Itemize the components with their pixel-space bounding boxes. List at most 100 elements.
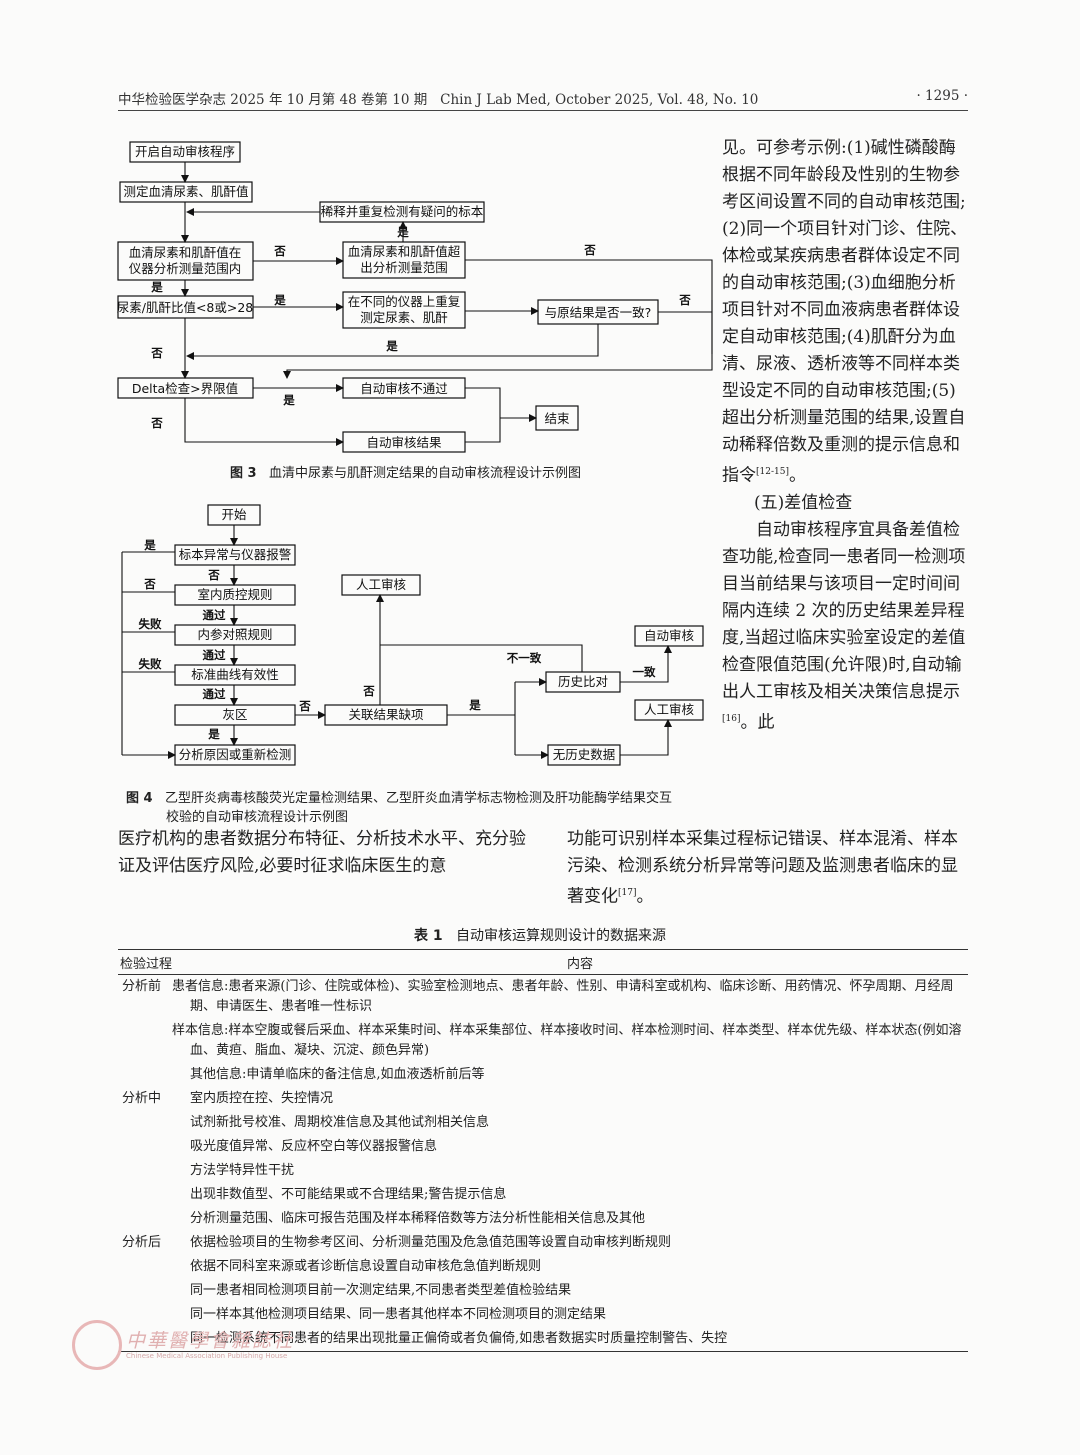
table-cell-content: 试剂新批号校准、周期校准信息及其他试剂相关信息	[190, 1115, 490, 1130]
citation-17: [17]	[618, 888, 637, 898]
table-cell-content: 出现非数值型、不可能结果或不合理结果;警告提示信息	[190, 1187, 507, 1202]
f3-over-2: 出分析测量范围	[360, 260, 448, 275]
figure-3-title: 血清中尿素与肌酐测定结果的自动审核流程设计示例图	[268, 466, 581, 481]
figure-4-title-1: 乙型肝炎病毒核酸荧光定量检测结果、乙型肝炎血清学标志物检测及肝功能酶学结果交互	[164, 791, 672, 806]
table-row: 出现非数值型、不可能结果或不合理结果;警告提示信息	[118, 1183, 968, 1207]
f3-delta: Delta检查>界限值	[132, 381, 238, 396]
table-cell-stage: 分析前	[122, 979, 162, 994]
f3-label-yes-range: 是	[150, 280, 163, 294]
table-cell-stage	[118, 1207, 190, 1231]
table-cell-content: 吸光度值异常、反应杯空白等仪器报警信息	[190, 1139, 438, 1154]
f3-repeat-2: 测定尿素、肌酐	[360, 310, 448, 325]
f4-manual-right: 人工审核	[644, 702, 695, 717]
publisher-seal-icon	[72, 1320, 122, 1370]
table-cell-stage	[118, 1327, 190, 1352]
table-1: 检验过程 内容 分析前患者信息:患者来源(门诊、住院或体检)、实验室检测地点、患…	[118, 949, 968, 1352]
figure-4-flowchart: 开始 标本异常与仪器报警 室内质控规则 内参对照规则 标准曲线有效性 灰区 分析…	[121, 504, 704, 766]
journal-cn: 中华检验医学杂志 2025 年 10 月第 48 卷第 10 期	[118, 92, 428, 108]
table-row: 分析中室内质控在控、失控情况	[118, 1087, 968, 1111]
f4-label-no-qc: 否	[143, 577, 156, 591]
table-cell-content: 样本信息:样本空腹或餐后采血、样本采集时间、样本采集部位、样本接收时间、样本检测…	[172, 1023, 962, 1058]
table-cell-stage: 分析后	[122, 1235, 162, 1250]
table-cell-content: 依据检验项目的生物参考区间、分析测量范围及危急值范围等设置自动审核判断规则	[190, 1235, 672, 1250]
f4-analyze: 分析原因或重新检测	[179, 747, 292, 762]
table-row: 吸光度值异常、反应杯空白等仪器报警信息	[118, 1135, 968, 1159]
f3-consistent: 与原结果是否一致?	[545, 305, 652, 320]
f3-range-1: 血清尿素和肌酐值在	[129, 245, 242, 260]
table-header-row: 检验过程 内容	[118, 949, 968, 975]
section-heading-delta-check: (五)差值检查	[754, 492, 853, 513]
f3-label-no-delta: 否	[150, 416, 163, 430]
f4-label-fail-curve: 失败	[139, 657, 162, 671]
table-cell-content: 依据不同科室来源或者诊断信息设置自动审核危急值判断规则	[190, 1259, 542, 1274]
f3-label-yes-delta: 是	[282, 393, 295, 407]
f4-history: 历史比对	[558, 674, 608, 689]
f4-label-no-abnormal: 否	[207, 568, 220, 582]
table-row: 其他信息:申请单临床的备注信息,如血液透析前后等	[118, 1063, 968, 1087]
table-1-body: 分析前患者信息:患者来源(门诊、住院或体检)、实验室检测地点、患者年龄、性别、申…	[118, 975, 968, 1352]
table-row: 样本信息:样本空腹或餐后采血、样本采集时间、样本采集部位、样本接收时间、样本检测…	[118, 1019, 968, 1063]
table-cell-content: 同一检测系统不同患者的结果出现批量正偏倚或者负偏倚,如患者数据实时质量控制警告、…	[190, 1327, 968, 1352]
table-cell-content: 同一样本其他检测项目结果、同一患者其他样本不同检测项目的测定结果	[190, 1307, 607, 1322]
table-cell-content: 其他信息:申请单临床的备注信息,如血液透析前后等	[190, 1067, 485, 1082]
f4-curve: 标准曲线有效性	[191, 667, 279, 682]
figure-4-title-2: 校验的自动审核流程设计示例图	[166, 810, 349, 825]
table-row: 同一检测系统不同患者的结果出现批量正偏倚或者负偏倚,如患者数据实时质量控制警告、…	[118, 1327, 968, 1352]
f3-measure: 测定血清尿素、肌酐值	[123, 184, 248, 199]
f3-repeat-1: 在不同的仪器上重复	[348, 294, 461, 309]
col-stage-header: 检验过程	[118, 949, 190, 975]
f4-label-pass-qc: 通过	[203, 608, 226, 622]
table-cell-content: 方法学特异性干扰	[190, 1163, 295, 1178]
table-cell-content: 室内质控在控、失控情况	[190, 1091, 334, 1106]
f4-label-no-missing: 否	[362, 684, 375, 698]
table-cell-stage	[118, 1159, 190, 1183]
f3-over-1: 血清尿素和肌酐值超	[348, 244, 461, 259]
f3-label-no-range: 否	[273, 244, 286, 258]
table-cell-content: 同一患者相同检测项目前一次测定结果,不同患者类型差值检验结果	[190, 1283, 572, 1298]
figure-4-caption: 图 4 乙型肝炎病毒核酸荧光定量检测结果、乙型肝炎血清学标志物检测及肝功能酶学结…	[126, 789, 726, 827]
bottom-left-text: 医疗机构的患者数据分布特征、分析技术水平、充分验证及评估医疗风险,必要时征求临床…	[118, 829, 526, 876]
table-cell-content: 患者信息:患者来源(门诊、住院或体检)、实验室检测地点、患者年龄、性别、申请科室…	[172, 979, 954, 1014]
table-cell-content: 分析测量范围、临床可报告范围及样本稀释倍数等方法分析性能相关信息及其他	[190, 1211, 646, 1226]
table-row: 方法学特异性干扰	[118, 1159, 968, 1183]
f3-label-yes-ratio: 是	[273, 293, 286, 307]
publisher-name: 中華醫學會雜誌社	[126, 1330, 295, 1352]
citation-16: [16]	[722, 713, 741, 724]
f4-label-pass-ref: 通过	[203, 648, 226, 662]
table-cell-stage	[118, 1111, 190, 1135]
f4-label-yes-gray: 是	[207, 727, 220, 741]
f3-fail: 自动审核不通过	[360, 381, 448, 396]
figure-4-number: 图 4	[126, 791, 153, 806]
f4-qc: 室内质控规则	[197, 587, 272, 602]
journal-en: Chin J Lab Med, October 2025, Vol. 48, N…	[440, 92, 759, 108]
table-cell-stage	[118, 1063, 190, 1087]
bottom-right-text: 功能可识别样本采集过程标记错误、样本混淆、样本污染、检测系统分析异常等问题及监测…	[567, 829, 958, 907]
f4-abnormal: 标本异常与仪器报警	[179, 547, 292, 562]
f4-label-fail-ref: 失败	[139, 617, 162, 631]
table-1-title: 表 1 自动审核运算规则设计的数据来源	[0, 925, 1080, 945]
table-1-number: 表 1	[414, 928, 443, 944]
f4-label-no-gray: 否	[298, 699, 311, 713]
figure-3-caption: 图 3 血清中尿素与肌酐测定结果的自动审核流程设计示例图	[230, 464, 581, 483]
table-row: 同一样本其他检测项目结果、同一患者其他样本不同检测项目的测定结果	[118, 1303, 968, 1327]
f4-no-history: 无历史数据	[553, 747, 616, 762]
f3-label-no-consistent: 否	[678, 293, 691, 307]
col-content-header: 内容	[190, 949, 968, 975]
f4-ref: 内参对照规则	[197, 627, 272, 642]
citation-12-15: [12-15]	[756, 467, 789, 477]
f3-dilute: 稀释并重复检测有疑问的标本	[321, 204, 484, 219]
table-row: 分析测量范围、临床可报告范围及样本稀释倍数等方法分析性能相关信息及其他	[118, 1207, 968, 1231]
f3-label-no-over: 否	[583, 243, 596, 257]
publisher-logo: 中華醫學會雜誌社 Chinese Medical Association Pub…	[72, 1320, 332, 1370]
f4-gray: 灰区	[222, 707, 247, 722]
table-row: 同一患者相同检测项目前一次测定结果,不同患者类型差值检验结果	[118, 1279, 968, 1303]
table-cell-stage	[118, 1135, 190, 1159]
table-cell-stage	[118, 1279, 190, 1303]
f4-auto: 自动审核	[644, 628, 695, 643]
f4-label-pass-curve: 通过	[203, 687, 226, 701]
f4-manual-top: 人工审核	[356, 577, 407, 592]
page-number: · 1295 ·	[916, 88, 968, 104]
f4-label-yes-missing: 是	[468, 698, 481, 712]
table-row: 分析前患者信息:患者来源(门诊、住院或体检)、实验室检测地点、患者年龄、性别、申…	[118, 975, 968, 1020]
f3-result: 自动审核结果	[366, 435, 442, 450]
